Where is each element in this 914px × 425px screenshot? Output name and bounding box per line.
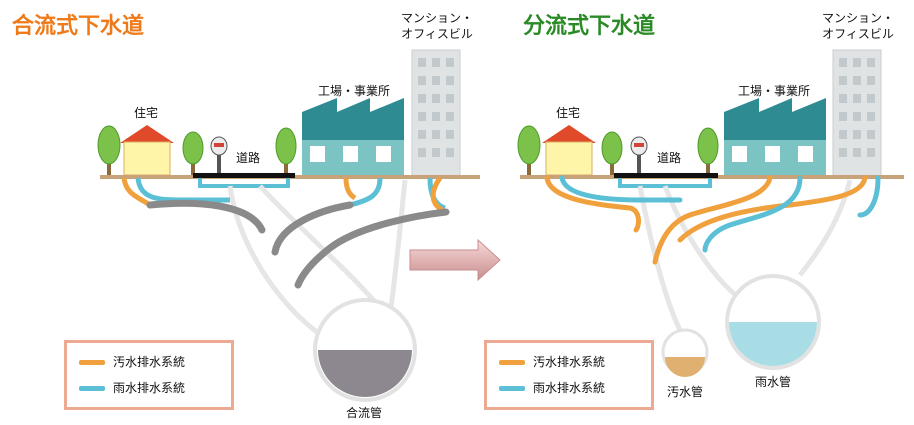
left-legend-sewage: 汚水排水系統: [79, 353, 185, 370]
transition-arrow: [409, 238, 501, 282]
left-legend-storm: 雨水排水系統: [79, 379, 185, 396]
left-trees: [97, 125, 297, 176]
right-storm-pipe-section: [725, 274, 821, 370]
right-house: [542, 125, 596, 176]
right-sewage-pipes: [544, 175, 868, 265]
left-house: [120, 125, 174, 176]
storm-line-swatch: [79, 386, 105, 391]
right-storm-pipes: [559, 175, 881, 253]
right-storm-pipe-label: 雨水管: [755, 375, 792, 389]
sewage-line-swatch: [79, 360, 105, 365]
left-factory-building: [302, 98, 404, 175]
left-combined-pipe-label: 合流管: [346, 406, 383, 420]
right-house-label: 住宅: [556, 106, 581, 120]
right-factory-building: [724, 98, 826, 175]
right-factory-label: 工場・事業所: [738, 84, 811, 98]
right-title: 分流式下水道: [523, 14, 656, 39]
left-legend-storm-label: 雨水排水系統: [113, 381, 186, 395]
right-panel: [517, 49, 904, 377]
right-legend-sewage-label: 汚水排水系統: [533, 355, 606, 369]
right-sewage-pipe-section: [661, 328, 709, 377]
right-sewage-pipe-label: 汚水管: [667, 385, 704, 399]
left-legend: 汚水排水系統 雨水排水系統: [64, 340, 234, 410]
right-mansion-label-line2: オフィスビル: [822, 27, 894, 41]
right-legend: 汚水排水系統 雨水排水系統: [484, 340, 654, 410]
right-road-label: 道路: [657, 151, 682, 165]
left-road: [193, 173, 295, 188]
sewage-line-swatch: [499, 360, 525, 365]
left-panel: [97, 49, 480, 402]
left-meter: [210, 136, 228, 174]
left-mansion-label: マンション・ オフィスビル: [394, 10, 480, 42]
storm-line-swatch: [499, 386, 525, 391]
right-meter: [630, 136, 648, 174]
left-combined-pipe-section: [313, 298, 417, 402]
left-legend-sewage-label: 汚水排水系統: [113, 355, 186, 369]
left-title: 合流式下水道: [12, 14, 145, 39]
right-legend-storm: 雨水排水系統: [499, 379, 605, 396]
right-mansion-label-line1: マンション・: [821, 11, 894, 25]
right-legend-storm-label: 雨水排水系統: [533, 381, 606, 395]
right-road: [614, 173, 718, 188]
left-road-label: 道路: [236, 151, 261, 165]
left-factory-label: 工場・事業所: [318, 84, 391, 98]
left-mansion-building: [411, 49, 461, 177]
right-mansion-building: [832, 49, 882, 177]
right-mansion-label: マンション・ オフィスビル: [815, 10, 901, 42]
left-house-label: 住宅: [134, 106, 159, 120]
left-combined-pipes: [146, 199, 450, 289]
left-mansion-label-line2: オフィスビル: [401, 27, 473, 41]
right-legend-sewage: 汚水排水系統: [499, 353, 605, 370]
left-mansion-label-line1: マンション・: [400, 11, 473, 25]
right-trees: [517, 125, 719, 176]
